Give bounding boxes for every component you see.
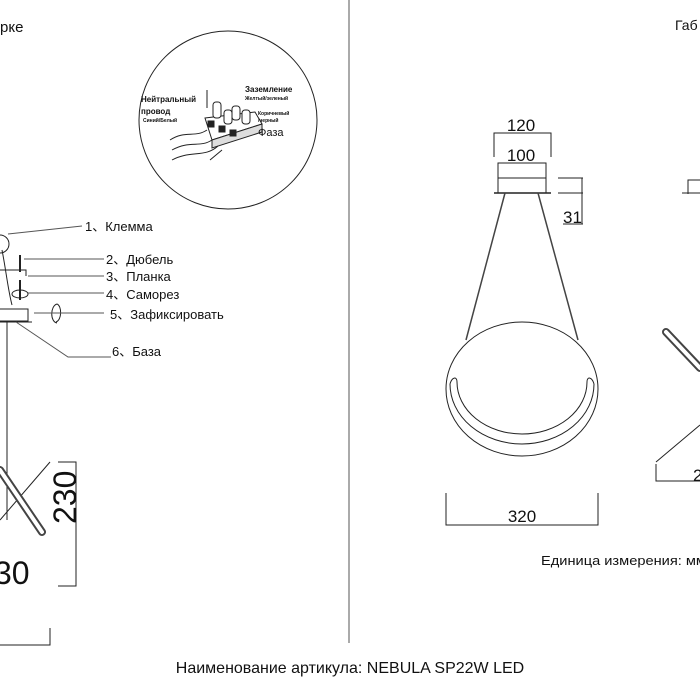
lamp-side-view-left xyxy=(0,461,77,646)
article-name: Наименование артикула: NEBULA SP22W LED xyxy=(176,660,524,677)
callout-3: 3、Планка xyxy=(106,269,172,284)
dim-side-fragment: 2 xyxy=(693,466,700,485)
callout-4: 4、Саморез xyxy=(106,287,179,302)
dim-height-230: 230 xyxy=(47,471,83,524)
callout-6: 6、База xyxy=(112,344,162,359)
right-panel-title: Габ xyxy=(675,17,698,33)
ground-color: Желтый/зеленый xyxy=(244,95,288,102)
dim-canopy-31: 31 xyxy=(563,208,582,227)
dim-ring-320: 320 xyxy=(508,507,536,526)
neutral-wire-label-2: провод xyxy=(141,107,170,116)
neutral-wire-color: Синий/Белый xyxy=(143,117,177,124)
callout-1: 1、Клемма xyxy=(85,219,153,234)
callout-leaders xyxy=(7,225,111,358)
dim-width-30: 30 xyxy=(0,555,30,591)
terminal-block-illustration xyxy=(169,90,263,161)
neutral-wire-label: Нейтральный xyxy=(141,95,196,104)
phase-label: Фаза xyxy=(258,127,284,139)
dim-canopy-100: 100 xyxy=(507,146,535,165)
ground-label: Заземление xyxy=(245,85,293,94)
phase-color: Коричневый xyxy=(258,110,289,117)
wiring-detail-circle: Нейтральный провод Синий/Белый Заземлени… xyxy=(138,30,318,210)
callout-2: 2、Дюбель xyxy=(106,252,173,267)
dim-canopy-120: 120 xyxy=(507,116,535,135)
lamp-side-view-right xyxy=(655,179,700,482)
phase-color-2: /черный xyxy=(258,117,279,124)
lamp-front-view xyxy=(445,132,599,526)
left-panel-title: рке xyxy=(0,19,23,36)
unit-note: Единица измерения: мм xyxy=(541,553,700,568)
callout-5: 5、Зафиксировать xyxy=(110,307,224,322)
